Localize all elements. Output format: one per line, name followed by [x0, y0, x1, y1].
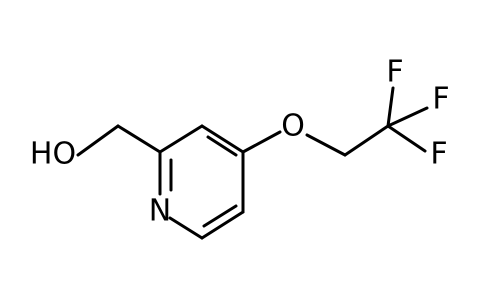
- ring-bond-c5-c6: [200, 210, 245, 240]
- nitrogen-label: N: [149, 194, 171, 229]
- oxygen-label: O: [281, 109, 305, 144]
- cf3-to-f-right-top-bond: [386, 106, 429, 128]
- ring-to-o-bond: [241, 130, 282, 154]
- ring-bond-c3-c4-inner: [206, 135, 238, 157]
- fluorine-top-label: F: [386, 55, 403, 90]
- ring-bond-c5-c6-inner: [202, 204, 238, 228]
- ch2-to-cf3-bond: [343, 124, 390, 157]
- ring-bond-c2-c3: [158, 124, 204, 154]
- hydroxyl-label: HO: [30, 137, 76, 172]
- ring-bond-c3-c4: [200, 124, 245, 154]
- fluorine-right-top-label: F: [432, 82, 449, 117]
- ch2-to-ring-bond: [116, 124, 162, 154]
- fluorine-right-bottom-label: F: [430, 137, 447, 172]
- cf3-to-f-right-bottom-bond: [386, 124, 427, 153]
- cf3-to-f-top-bond: [386, 86, 395, 128]
- ring-bond-c6-n: [168, 216, 204, 240]
- o-to-ch2-bond: [305, 133, 347, 157]
- oh-to-ch2-bond: [76, 124, 120, 157]
